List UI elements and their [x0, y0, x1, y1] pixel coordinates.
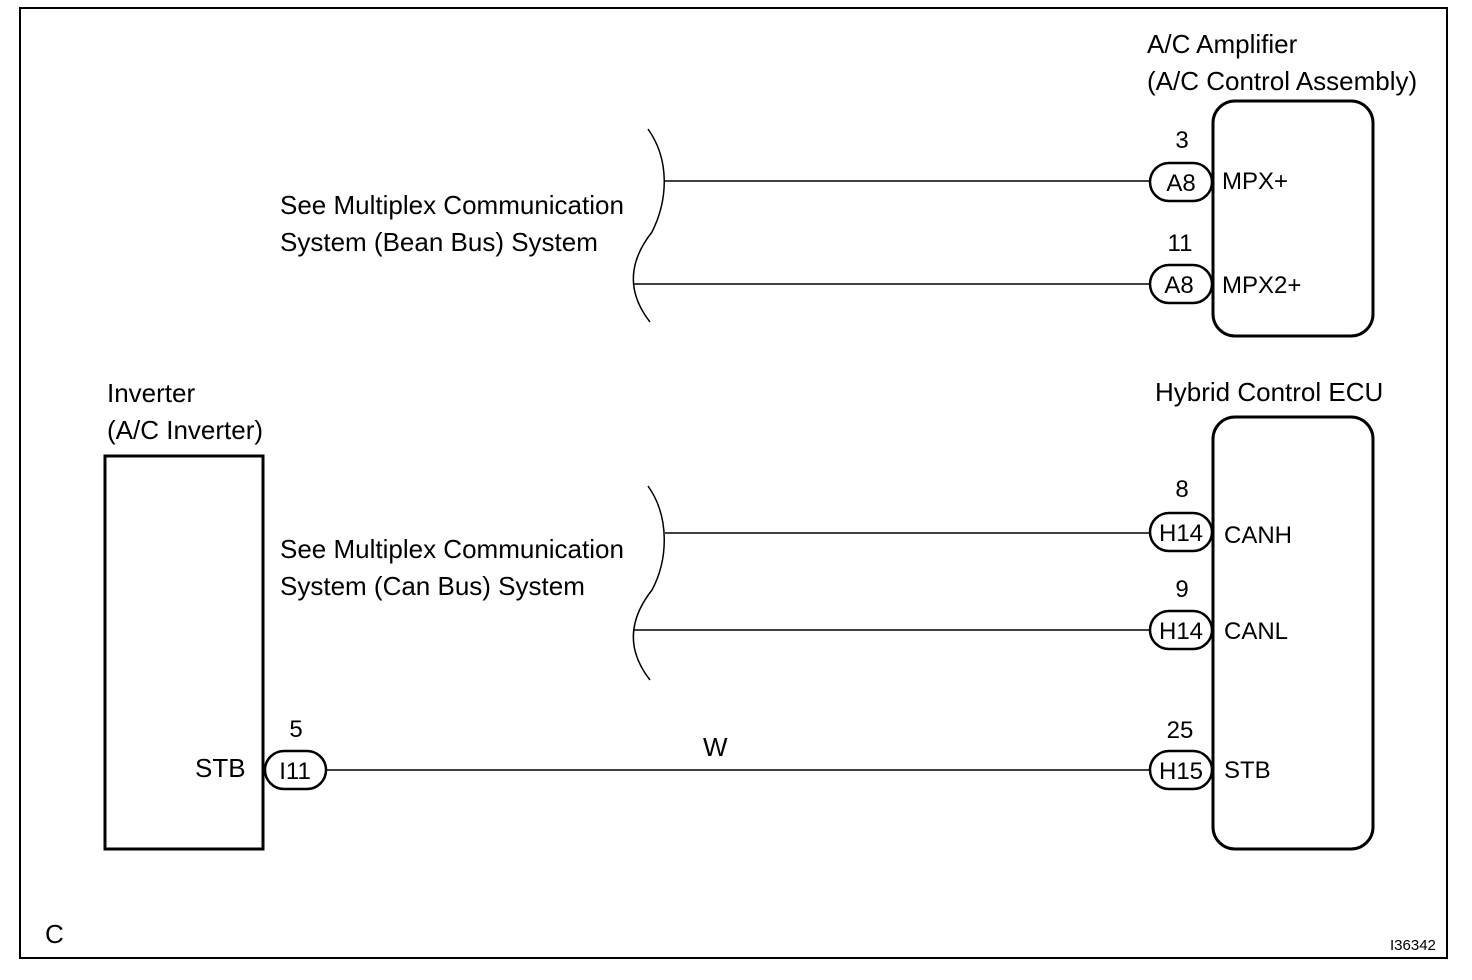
connector-h15-stb — [1148, 749, 1214, 791]
terminal-canh: CANH — [1224, 522, 1292, 549]
connector-h14-canh — [1148, 511, 1214, 553]
wire-color-label: W — [703, 732, 728, 762]
pin-number-stb-inverter: 5 — [289, 716, 302, 743]
inverter-subtitle: (A/C Inverter) — [107, 415, 263, 445]
connector-i11-stb — [263, 749, 328, 791]
ac-amplifier-subtitle: (A/C Control Assembly) — [1147, 66, 1417, 96]
pin-number-canl: 9 — [1175, 576, 1188, 603]
pin-number-canh: 8 — [1175, 476, 1188, 503]
pin-number-mpx2: 11 — [1168, 230, 1193, 257]
corner-label: C — [45, 919, 64, 949]
figure-id: I36342 — [1390, 937, 1436, 954]
connector-h14-canl — [1148, 609, 1214, 651]
inverter-box — [103, 454, 265, 851]
diagram-frame — [19, 7, 1448, 959]
can-reference-line2: System (Can Bus) System — [280, 571, 585, 601]
bean-reference-line1: See Multiplex Communication — [280, 190, 624, 220]
connector-a8-mpx — [1148, 161, 1214, 203]
bean-bus-brace — [632, 128, 665, 323]
connector-label-mpx: A8 — [1166, 170, 1195, 197]
connector-label-canl: H14 — [1159, 618, 1203, 645]
bean-reference-line2: System (Bean Bus) System — [280, 227, 598, 257]
inverter-terminal-stb: STB — [195, 753, 246, 783]
ac-amplifier-box — [1211, 99, 1375, 338]
can-reference-line1: See Multiplex Communication — [280, 534, 624, 564]
hybrid-ecu-title: Hybrid Control ECU — [1155, 377, 1383, 407]
connector-label-mpx2: A8 — [1164, 272, 1193, 299]
terminal-stb-ecu: STB — [1224, 757, 1271, 784]
connector-a8-mpx2 — [1148, 263, 1214, 305]
pin-number-stb-ecu: 25 — [1167, 717, 1194, 744]
ac-amplifier-title: A/C Amplifier — [1147, 29, 1298, 59]
can-bus-brace — [632, 485, 665, 681]
connector-label-stb-inverter: I11 — [279, 758, 311, 785]
pin-number-mpx: 3 — [1175, 127, 1188, 154]
inverter-title: Inverter — [107, 378, 195, 408]
terminal-mpx-plus: MPX+ — [1222, 168, 1288, 195]
terminal-canl: CANL — [1224, 618, 1288, 645]
terminal-mpx2-plus: MPX2+ — [1222, 272, 1301, 299]
connector-label-canh: H14 — [1159, 520, 1203, 547]
connector-label-stb-ecu: H15 — [1159, 758, 1203, 785]
